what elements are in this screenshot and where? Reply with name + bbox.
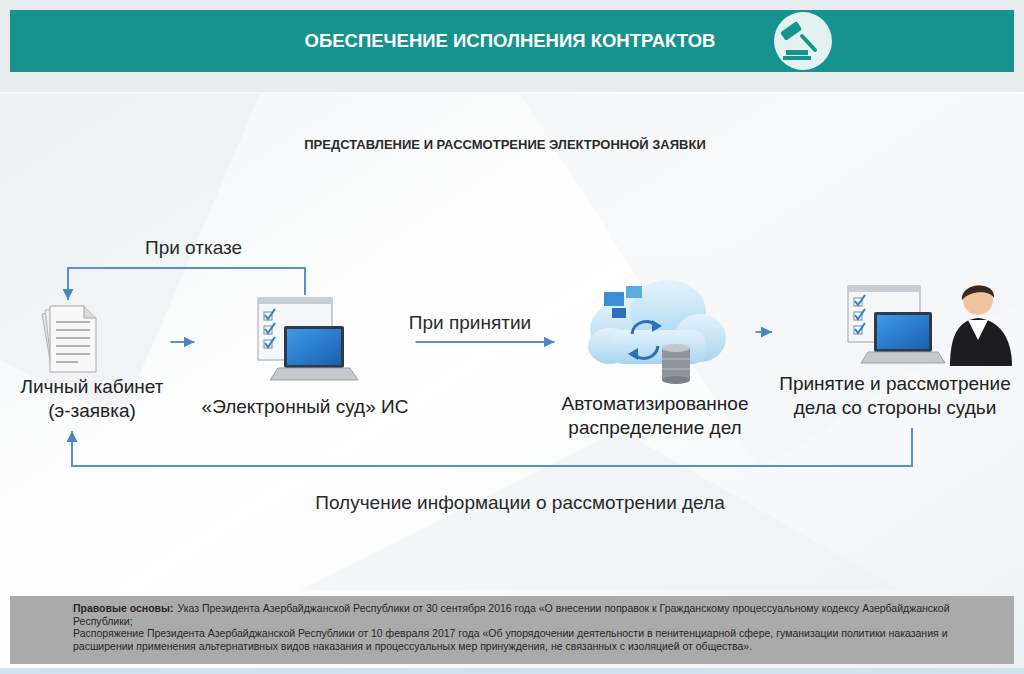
paper <box>50 306 96 372</box>
paper-fold <box>84 306 96 318</box>
flow-arrow <box>416 341 555 343</box>
laptop-display <box>877 315 929 349</box>
database <box>662 344 690 352</box>
process-step: «Электронный суд» ИС <box>195 295 416 427</box>
edge-label: При принятии <box>409 312 531 334</box>
doc-square <box>612 308 626 318</box>
doc-square <box>604 292 624 306</box>
database <box>662 348 690 380</box>
database-ring <box>662 359 690 360</box>
laptop-base <box>861 352 945 363</box>
edge-label: Получение информации о рассмотрении дела <box>315 492 724 514</box>
cycle-arrow-head <box>652 320 662 332</box>
header-title: ОБЕСПЕЧЕНИЕ ИСПОЛНЕНИЯ КОНТРАКТОВ <box>10 10 1014 72</box>
gavel-base <box>783 56 811 60</box>
judge-hair <box>962 285 994 300</box>
laptop-base <box>270 368 358 380</box>
laptop-checklist-icon <box>258 298 358 380</box>
flow-arrow <box>72 428 912 466</box>
check-mark <box>855 323 865 333</box>
legal-line: Правовые основы:Указ Президента Азербайд… <box>73 602 1002 627</box>
text-line <box>56 329 90 331</box>
judge-icon <box>848 285 1012 366</box>
subtitle: ПРЕДСТАВЛЕНИЕ И РАССМОТРЕНИЕ ЭЛЕКТРОННОЙ… <box>0 136 1010 154</box>
process-step: Автоматизированное распределение дел <box>555 278 756 448</box>
cloud-icon <box>588 280 726 384</box>
flow-arrow <box>68 268 305 300</box>
judge-robe <box>950 318 1012 366</box>
cycle-arrow-head <box>628 348 638 360</box>
step-label: Принятие и рассмотрение дела со стороны … <box>778 372 1012 420</box>
database-ring <box>662 369 690 370</box>
document-icon <box>42 306 96 372</box>
legal-text: Указ Президента Азербайджанской Республи… <box>73 602 950 627</box>
text-line <box>56 345 90 347</box>
facet <box>300 430 900 590</box>
facet <box>0 94 260 420</box>
window-bar <box>848 286 920 292</box>
gavel-base <box>786 50 808 55</box>
database <box>662 376 690 384</box>
judge-collar <box>968 320 988 340</box>
check-mark <box>855 309 865 319</box>
step-label: Личный кабинет (э-заявка) <box>20 375 165 423</box>
background-facets <box>0 94 1024 590</box>
laptop-display <box>287 329 341 365</box>
check-marks <box>855 295 865 333</box>
footer-strip <box>0 668 1024 674</box>
laptop-screen <box>874 312 932 352</box>
cloud-part <box>610 330 706 364</box>
paper-lines <box>56 322 90 362</box>
flow-arrow <box>756 331 773 333</box>
text-line <box>56 353 90 355</box>
text-line <box>56 337 90 339</box>
process-step: Принятие и рассмотрение дела со стороны … <box>772 283 1018 428</box>
check-mark <box>265 337 275 347</box>
legal-basis-band: Правовые основы:Указ Президента Азербайд… <box>10 596 1014 664</box>
process-step: Личный кабинет (э-заявка) <box>14 300 171 431</box>
check-mark <box>265 323 275 333</box>
check-marks <box>265 309 275 347</box>
icon-circle <box>774 12 832 70</box>
check-mark <box>265 309 275 319</box>
window-bar <box>258 298 332 304</box>
text-line <box>56 321 90 323</box>
gavel-icon <box>774 12 832 70</box>
gavel-head <box>780 21 802 41</box>
text-line <box>56 361 78 363</box>
legal-text: Распоряжение Президента Азербайджанской … <box>73 627 1002 652</box>
flow-arrow <box>171 341 195 343</box>
step-label: «Электронный суд» ИС <box>201 395 410 419</box>
step-label: Автоматизированное распределение дел <box>561 392 750 440</box>
legal-heading: Правовые основы: <box>73 602 174 614</box>
doc-square <box>626 286 642 298</box>
check-mark <box>855 295 865 305</box>
edge-label: При отказе <box>145 237 242 259</box>
laptop-screen <box>284 326 344 368</box>
header-ground <box>0 0 1024 92</box>
gavel-handle <box>802 36 815 50</box>
cloud <box>588 280 726 364</box>
header-bar <box>10 10 1014 72</box>
